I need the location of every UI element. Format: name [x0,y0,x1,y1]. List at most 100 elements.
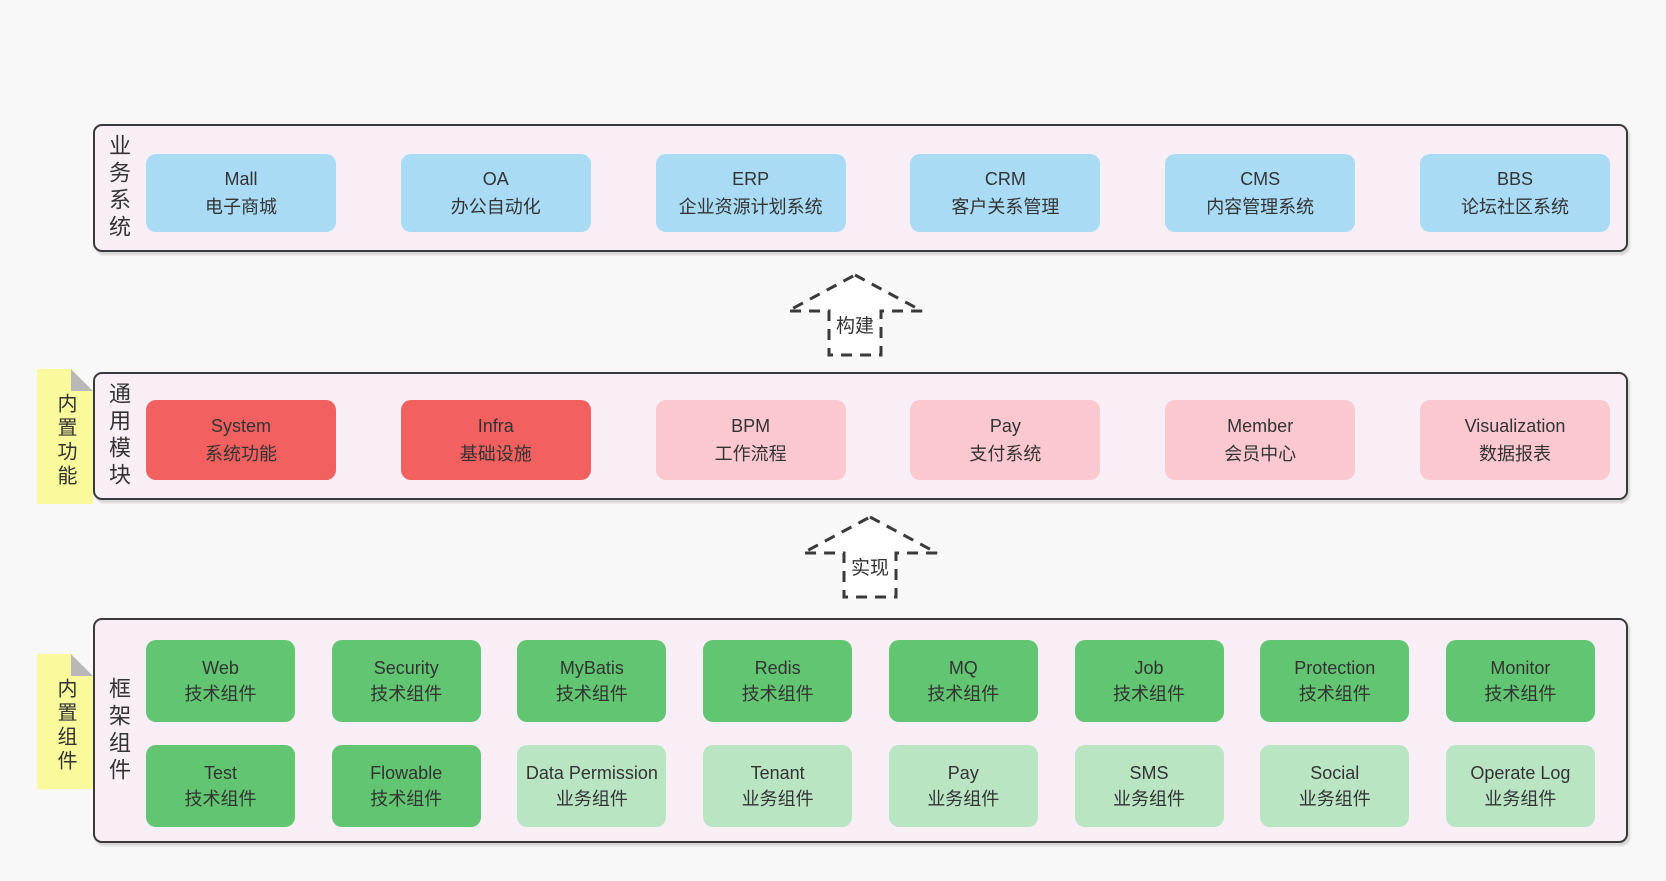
module-box-subtitle: 系统功能 [205,444,277,464]
module-box-subtitle: 业务组件 [1484,789,1557,809]
module-box-title: Member [1227,416,1294,436]
module-box-infra: Infra 基础设施 [400,400,591,480]
sticky-note-builtin-components: 内置组件 [37,654,93,789]
module-box-subtitle: 工作流程 [714,444,787,464]
module-box-sms: SMS 业务组件 [1074,745,1224,827]
arrow-up-build-icon: 构建 [785,272,925,358]
module-box-title: BPM [731,416,771,436]
module-box-title: Infra [477,416,514,436]
module-box-subtitle: 基础设施 [459,444,532,464]
module-box-subtitle: 支付系统 [969,444,1042,464]
module-box-subtitle: 数据报表 [1478,444,1551,464]
module-box-bbs: BBS 论坛社区系统 [1419,154,1610,232]
sticky-note-label: 内置功能 [54,392,76,489]
arrow-implement-label: 实现 [851,557,889,579]
common-modules-panel: 通用模块 System 系统功能 Infra 基础设施 BPM 工作流程 Pay… [93,372,1628,500]
module-box-pay: Pay 支付系统 [910,400,1101,480]
module-box-subtitle: 技术组件 [184,684,257,704]
module-box-bpm: BPM 工作流程 [655,400,846,480]
module-box-title: CMS [1240,169,1281,189]
module-box-monitor: Monitor 技术组件 [1445,640,1595,722]
section-label-business: 业务系统 [106,134,131,242]
module-box-title: OA [482,169,509,189]
module-box-subtitle: 业务组件 [555,789,628,809]
components-box-row-1: Web 技术组件 Security 技术组件 MyBatis 技术组件 Redi… [146,640,1595,722]
module-box-subtitle: 客户关系管理 [951,197,1060,217]
module-box-visualization: Visualization 数据报表 [1419,400,1610,480]
module-box-operate-log: Operate Log 业务组件 [1445,745,1595,827]
module-box-title: BBS [1496,169,1533,189]
module-box-title: Test [203,763,237,783]
module-box-mybatis: MyBatis 技术组件 [517,640,667,722]
module-box-subtitle: 技术组件 [927,684,1000,704]
module-box-title: SMS [1129,763,1169,783]
section-label-components: 框架组件 [106,676,131,785]
module-box-job: Job 技术组件 [1074,640,1224,722]
module-box-title: System [210,416,271,436]
module-box-subtitle: 技术组件 [555,684,628,704]
business-box-row: Mall 电子商城 OA 办公自动化 ERP 企业资源计划系统 CRM 客户关系… [146,154,1610,232]
module-box-title: Visualization [1464,416,1566,436]
module-box-subtitle: 企业资源计划系统 [678,197,823,217]
module-box-data-permission: Data Permission 业务组件 [517,745,667,827]
arrow-build-label: 构建 [836,315,874,337]
module-box-subtitle: 内容管理系统 [1206,197,1315,217]
module-box-cms: CMS 内容管理系统 [1165,154,1356,232]
module-box-pay: Pay 业务组件 [888,745,1038,827]
module-box-subtitle: 业务组件 [1298,789,1371,809]
module-box-mall: Mall 电子商城 [146,154,336,232]
module-box-title: Security [373,658,439,678]
module-box-subtitle: 业务组件 [927,789,1000,809]
module-box-subtitle: 技术组件 [370,684,443,704]
module-box-title: Social [1310,763,1360,783]
module-box-subtitle: 论坛社区系统 [1460,197,1569,217]
modules-box-row: System 系统功能 Infra 基础设施 BPM 工作流程 Pay 支付系统… [146,400,1610,480]
module-box-test: Test 技术组件 [146,745,295,827]
module-box-social: Social 业务组件 [1260,745,1410,827]
module-box-title: CRM [984,169,1026,189]
module-box-erp: ERP 企业资源计划系统 [655,154,846,232]
module-box-title: Pay [947,763,979,783]
module-box-tenant: Tenant 业务组件 [703,745,853,827]
module-box-title: Redis [754,658,801,678]
module-box-subtitle: 业务组件 [741,789,814,809]
framework-components-panel: 框架组件 Web 技术组件 Security 技术组件 MyBatis 技术组件… [93,618,1628,843]
business-systems-panel: 业务系统 Mall 电子商城 OA 办公自动化 ERP 企业资源计划系统 CRM… [93,124,1628,252]
module-box-redis: Redis 技术组件 [703,640,853,722]
module-box-subtitle: 会员中心 [1224,444,1297,464]
module-box-subtitle: 技术组件 [1298,684,1371,704]
module-box-crm: CRM 客户关系管理 [910,154,1101,232]
module-box-title: Protection [1294,658,1376,678]
module-box-title: Flowable [370,763,443,783]
module-box-subtitle: 技术组件 [1113,684,1186,704]
module-box-title: Operate Log [1470,763,1571,783]
arrow-up-implement-icon: 实现 [800,514,940,600]
module-box-title: ERP [732,169,770,189]
module-box-member: Member 会员中心 [1165,400,1356,480]
module-box-system: System 系统功能 [146,400,336,480]
module-box-subtitle: 技术组件 [370,789,443,809]
module-box-title: Pay [989,416,1021,436]
module-box-protection: Protection 技术组件 [1260,640,1410,722]
module-box-security: Security 技术组件 [331,640,481,722]
module-box-title: MyBatis [559,658,624,678]
module-box-flowable: Flowable 技术组件 [331,745,481,827]
module-box-subtitle: 技术组件 [184,789,257,809]
module-box-subtitle: 技术组件 [741,684,814,704]
section-label-modules: 通用模块 [106,382,131,490]
module-box-subtitle: 业务组件 [1113,789,1186,809]
module-box-subtitle: 办公自动化 [450,197,541,217]
module-box-subtitle: 电子商城 [205,197,277,217]
module-box-title: Job [1134,658,1164,678]
module-box-subtitle: 技术组件 [1484,684,1557,704]
module-box-title: Data Permission [525,763,658,783]
sticky-note-label: 内置组件 [54,677,76,774]
module-box-title: Monitor [1490,658,1551,678]
components-box-row-2: Test 技术组件 Flowable 技术组件 Data Permission … [146,745,1595,827]
module-box-title: Web [202,658,239,678]
module-box-mq: MQ 技术组件 [888,640,1038,722]
module-box-title: Tenant [750,763,805,783]
module-box-web: Web 技术组件 [146,640,295,722]
sticky-note-builtin-features: 内置功能 [37,369,93,504]
